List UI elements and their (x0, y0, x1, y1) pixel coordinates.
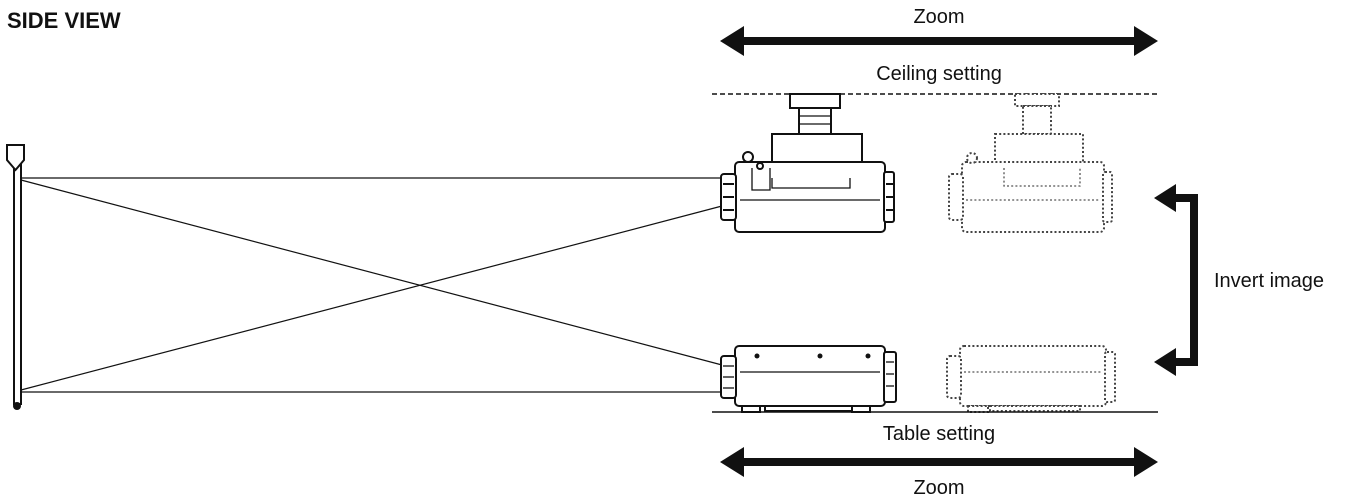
zoom-label-top: Zoom (913, 6, 964, 28)
projection-rays (20, 177, 723, 393)
invert-image-label: Invert image (1214, 270, 1324, 292)
table-setting-label: Table setting (883, 423, 995, 445)
table-projector-icon (720, 345, 897, 413)
ray-diagonal-up (20, 205, 723, 391)
zoom-label-bottom: Zoom (913, 477, 964, 499)
table-projector-ghost-icon (946, 345, 1116, 413)
invert-image-arrow (1154, 184, 1198, 376)
page-title: SIDE VIEW (7, 8, 121, 33)
ceiling-projector-ghost-icon (948, 93, 1113, 233)
zoom-arrow-bottom (720, 447, 1158, 477)
screen-weight-icon (13, 402, 21, 410)
ceiling-projector-icon (720, 93, 895, 233)
ray-diagonal-down (20, 179, 723, 366)
ceiling-setting-label: Ceiling setting (876, 63, 1002, 85)
screen-housing-icon (6, 144, 25, 172)
zoom-arrow-top (720, 26, 1158, 56)
projection-screen (6, 144, 25, 410)
